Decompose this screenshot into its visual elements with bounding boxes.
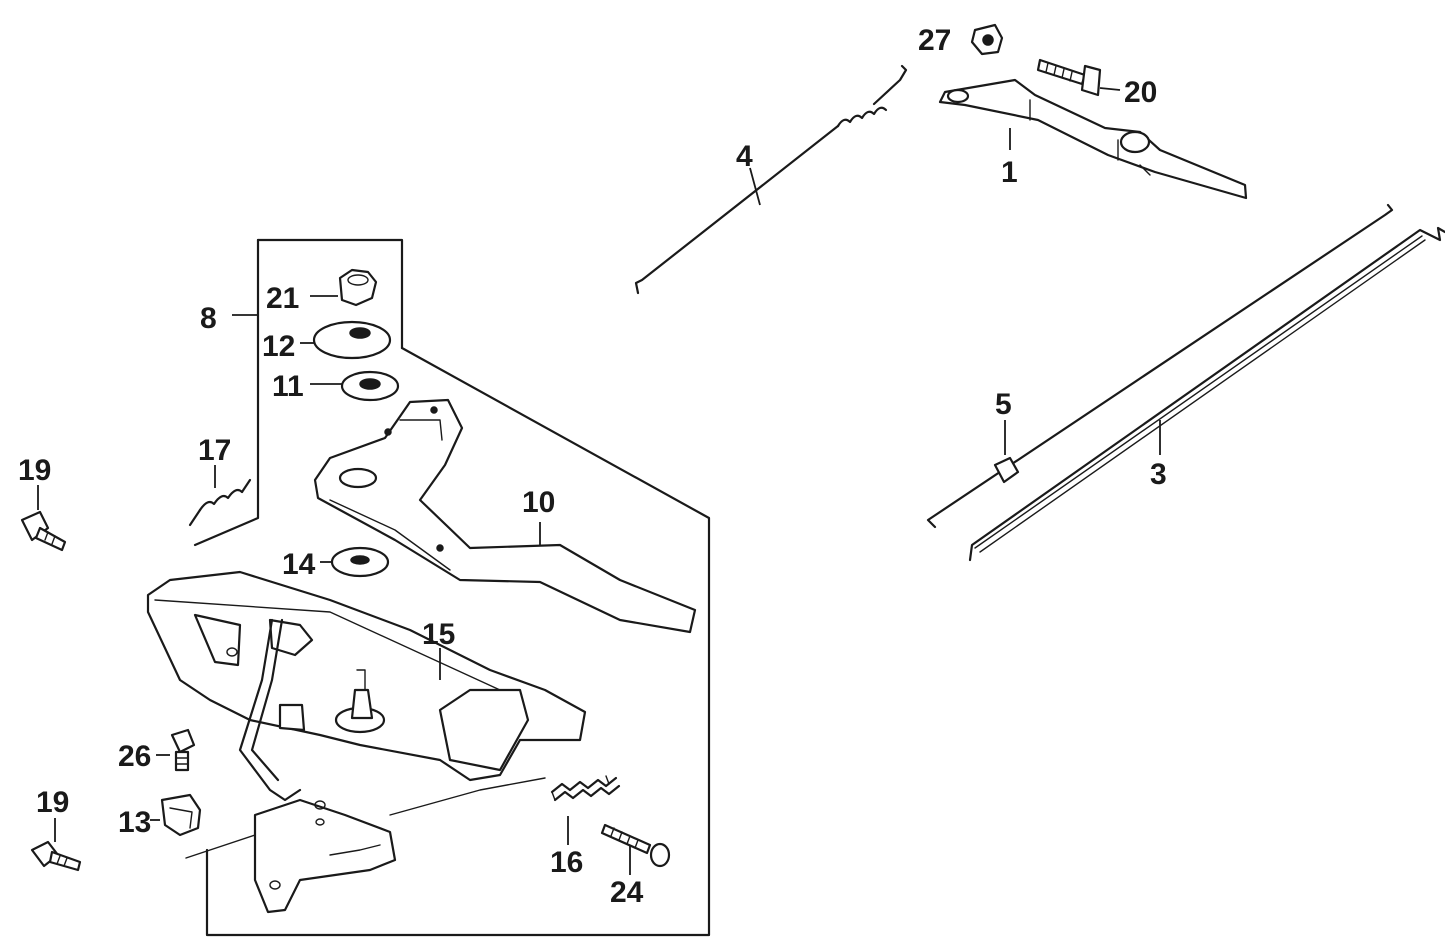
label-part-15: 15 (422, 618, 455, 651)
part-1-control-lever (938, 78, 1248, 200)
label-part-17: 17 (198, 434, 231, 467)
label-part-26: 26 (118, 740, 151, 773)
label-part-24: 24 (610, 876, 644, 909)
part-5-rod-spring-and-rod (926, 203, 1394, 529)
part-24-adjusting-screw (600, 823, 671, 875)
part-13-cable-clamp (150, 793, 202, 837)
part-27-clip (970, 23, 1004, 56)
label-part-10: 10 (522, 486, 555, 519)
label-part-13: 13 (118, 806, 151, 839)
part-10-control-lever-arm (313, 398, 697, 634)
part-26-screw (156, 728, 196, 772)
label-part-27: 27 (918, 24, 951, 57)
part-14-washer (320, 546, 390, 578)
label-part-16: 16 (550, 846, 583, 879)
part-17-return-spring (188, 465, 252, 527)
label-part-1: 1 (1001, 156, 1018, 189)
part-3-governor-rod (968, 226, 1445, 562)
part-21-nut (310, 268, 378, 307)
part-16-governor-spring (550, 775, 621, 845)
label-part-21: 21 (266, 282, 299, 315)
part-20-bolt (1036, 58, 1121, 97)
part-19-screw-lower (30, 818, 82, 872)
label-part-20: 20 (1124, 76, 1157, 109)
assembly-group-outline (193, 238, 711, 937)
part-11-washer (310, 370, 400, 402)
label-part-3: 3 (1150, 458, 1167, 491)
label-part-14: 14 (282, 548, 316, 581)
part-4-throttle-rod (634, 64, 908, 295)
label-part-8: 8 (200, 302, 217, 335)
part-labels: 27 20 1 4 5 3 21 8 12 11 17 19 10 14 15 … (18, 24, 1167, 909)
label-part-12: 12 (262, 330, 295, 363)
label-part-11: 11 (272, 370, 304, 403)
part-19-flange-bolt-upper (20, 485, 67, 552)
label-part-19-lower: 19 (36, 786, 69, 819)
part-12-friction-plate (300, 320, 392, 360)
part-15-control-base (146, 570, 587, 802)
label-part-4: 4 (736, 140, 753, 173)
label-part-19-upper: 19 (18, 454, 51, 487)
label-part-5: 5 (995, 388, 1012, 421)
lower-choke-bracket (185, 777, 546, 914)
